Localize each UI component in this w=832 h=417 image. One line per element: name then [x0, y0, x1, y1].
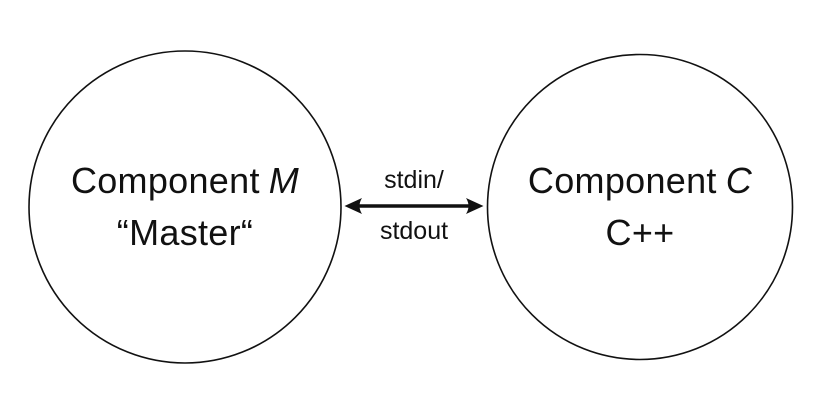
cpp-node-circle: [486, 53, 794, 361]
master-node-subtitle: “Master“: [116, 212, 254, 253]
stdio-arrow: [344, 198, 484, 214]
cpp-node-subtitle: C++: [605, 212, 675, 253]
arrowhead-left-icon: [344, 198, 362, 214]
cpp-title-math-letter: C: [725, 160, 753, 201]
stdin-label: stdin/: [384, 166, 444, 194]
cpp-title-prefix: Component: [527, 160, 717, 201]
stdout-label: stdout: [379, 217, 449, 245]
arrowhead-right-icon: [466, 198, 484, 214]
master-node-circle: [28, 50, 342, 364]
master-title-math-letter: M: [268, 160, 300, 201]
master-title-prefix: Component: [70, 160, 260, 201]
